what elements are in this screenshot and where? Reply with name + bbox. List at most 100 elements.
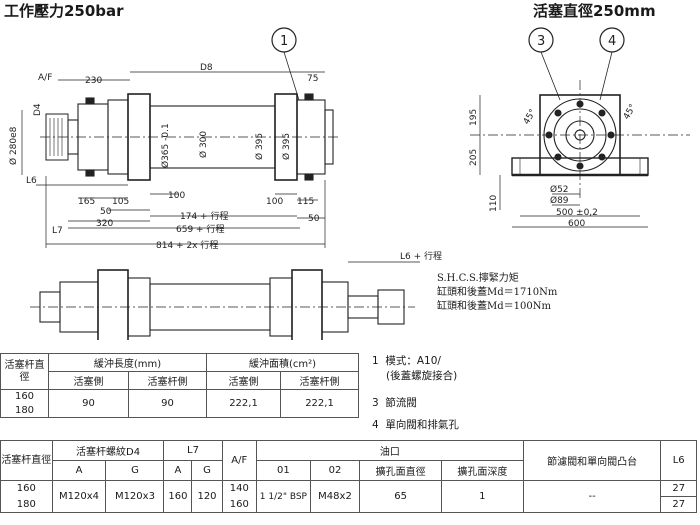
front-view-cylinder bbox=[40, 93, 340, 181]
table-row: 160 M120x4 M120x3 160 120 140 1 1/2" BSP… bbox=[0, 480, 697, 513]
dim-45-left: 45° bbox=[522, 108, 539, 127]
port-l6-cell: 27 bbox=[660, 496, 697, 513]
dim-l6-stroke: L6 + 行程 bbox=[400, 250, 442, 262]
legend-item-4-text: 單向閥和排氣孔 bbox=[385, 419, 459, 431]
lower-view-cylinder bbox=[30, 261, 420, 340]
port-table-header-filter: 節濾閥和單向閥凸台 bbox=[522, 440, 662, 481]
cushion-table-header-rod: 活塞杆直徑 bbox=[0, 353, 49, 390]
dim-195: 195 bbox=[469, 109, 479, 126]
callout-3-label: 3 bbox=[537, 34, 545, 49]
cushion-cell: 90 bbox=[48, 389, 129, 418]
dim-110: 110 bbox=[489, 195, 499, 212]
cushion-cell: 222,1 bbox=[280, 389, 360, 418]
dim-phi280: Ø 280e8 bbox=[8, 126, 19, 165]
legend-item-1-number: 1 bbox=[372, 355, 379, 367]
port-cell: 1 bbox=[440, 480, 524, 513]
port-cell: -- bbox=[522, 480, 662, 513]
port-subheader: G bbox=[105, 460, 165, 481]
legend-item-3-text: 節流閥 bbox=[385, 397, 417, 409]
torque-line-1: 缸頭和後蓋Md＝1710Nm bbox=[437, 287, 558, 298]
torque-note: S.H.C.S.擰緊力矩 缸頭和後蓋Md＝1710Nm 缸頭和後蓋Md＝100N… bbox=[437, 272, 557, 314]
dim-600: 600 bbox=[568, 219, 585, 229]
port-subheader: 02 bbox=[309, 460, 361, 481]
dim-500: 500 ±0,2 bbox=[556, 208, 598, 218]
dim-100-b: 100 bbox=[266, 197, 283, 207]
dim-659-stroke: 659 + 行程 bbox=[176, 223, 224, 235]
torque-line-2: 缸頭和後蓋Md＝100Nm bbox=[437, 301, 551, 312]
port-table-header-af: A/F bbox=[221, 440, 257, 481]
legend-item-1-text: 模式：A10/ bbox=[385, 355, 441, 367]
dim-45-right: 45° bbox=[622, 103, 639, 122]
dim-d8: D8 bbox=[200, 63, 213, 73]
torque-heading: S.H.C.S.擰緊力矩 bbox=[437, 273, 519, 284]
table-row: 160 90 90 222,1 222,1 bbox=[0, 389, 360, 418]
table-row: 180 bbox=[0, 403, 359, 418]
dim-af: A/F bbox=[38, 73, 52, 83]
legend-item-4-number: 4 bbox=[372, 419, 379, 431]
port-table-header-port: 油口 bbox=[255, 440, 524, 461]
side-view-dimension-lines bbox=[479, 95, 648, 228]
port-cell: M120x4 bbox=[51, 480, 107, 513]
cushion-subheader: 活塞杆側 bbox=[280, 371, 360, 390]
cushion-subheader: 活塞側 bbox=[48, 371, 129, 390]
dim-phi89: Ø89 bbox=[550, 195, 569, 206]
dim-115: 115 bbox=[297, 197, 314, 207]
port-cell: 65 bbox=[359, 480, 442, 513]
page-title-left: 工作壓力250bar bbox=[4, 2, 124, 20]
legend-item-3: 3 節流閥 bbox=[372, 396, 417, 410]
dim-814-stroke: 814 + 2x 行程 bbox=[156, 239, 218, 251]
dim-50-b: 50 bbox=[308, 214, 320, 224]
legend-item-1: 1 模式：A10/ bbox=[372, 354, 441, 368]
legend-item-3-number: 3 bbox=[372, 397, 379, 409]
port-table-header-thread: 活塞杆螺紋D4 bbox=[51, 440, 165, 461]
cushion-rod-cell: 160 bbox=[0, 389, 49, 404]
dim-phi300: Ø 300 bbox=[198, 131, 209, 158]
port-rod-cell: 180 bbox=[0, 496, 53, 513]
table-row: 180 160 27 bbox=[0, 496, 697, 513]
legend-item-1-sub: (後蓋螺旋接合) bbox=[386, 370, 458, 382]
port-subheader: 擴孔面直徑 bbox=[359, 460, 442, 481]
dim-50-a: 50 bbox=[100, 207, 112, 217]
cushion-cell: 222,1 bbox=[206, 389, 282, 418]
port-cell: 120 bbox=[191, 480, 223, 513]
dim-105: 105 bbox=[112, 197, 129, 207]
dim-205: 205 bbox=[469, 149, 479, 166]
port-subheader: 01 bbox=[255, 460, 311, 481]
cushion-cell: 90 bbox=[127, 389, 208, 418]
callout-1-label: 1 bbox=[280, 34, 288, 49]
dim-100-a: 100 bbox=[168, 191, 185, 201]
dim-320: 320 bbox=[96, 219, 113, 229]
cushion-table-header-area: 緩沖面積(cm²) bbox=[206, 353, 360, 372]
cushion-subheader: 活塞側 bbox=[206, 371, 282, 390]
page-title-right: 活塞直徑250mm bbox=[533, 2, 656, 20]
dim-phi365: Ø365 -0.1 bbox=[160, 123, 171, 168]
front-view-dimension-lines bbox=[21, 71, 326, 248]
port-table: 活塞杆直徑 活塞杆螺紋D4 L7 A/F 油口 節濾閥和單向閥凸台 L6 A G… bbox=[0, 440, 697, 513]
cushion-table: 活塞杆直徑 緩沖長度(mm) 緩沖面積(cm²) 活塞側 活塞杆側 活塞側 活塞… bbox=[0, 353, 360, 418]
port-subheader: G bbox=[191, 460, 223, 481]
cushion-subheader: 活塞杆側 bbox=[127, 371, 208, 390]
dim-l7: L7 bbox=[52, 226, 63, 236]
port-subheader: A bbox=[51, 460, 107, 481]
dim-165: 165 bbox=[78, 197, 95, 207]
port-cell: 1 1/2" BSP bbox=[255, 480, 311, 513]
dim-75: 75 bbox=[307, 74, 318, 84]
dim-phi395-a: Ø 395 bbox=[254, 133, 265, 160]
callout-4-label: 4 bbox=[608, 34, 616, 49]
port-cell: 160 bbox=[163, 480, 193, 513]
port-af-cell: 140 bbox=[221, 480, 257, 497]
dim-phi395-b: Ø 395 bbox=[281, 133, 292, 160]
side-view-end-cover bbox=[470, 80, 690, 200]
technical-drawing: 1 3 4 A/F 230 D8 75 D4 Ø 280e8 Ø365 -0.1… bbox=[8, 27, 690, 340]
port-subheader: 擴孔面深度 bbox=[440, 460, 524, 481]
port-cell: M48x2 bbox=[309, 480, 361, 513]
legend-item-4: 4 單向閥和排氣孔 bbox=[372, 418, 459, 432]
dim-l6: L6 bbox=[26, 176, 37, 186]
dim-phi52: Ø52 bbox=[550, 184, 569, 195]
port-l6-cell: 27 bbox=[660, 480, 697, 497]
port-subheader: A bbox=[163, 460, 193, 481]
dim-230: 230 bbox=[85, 76, 102, 86]
port-table-header-rod: 活塞杆直徑 bbox=[0, 440, 53, 481]
port-table-header-l7: L7 bbox=[163, 440, 223, 461]
dim-174-stroke: 174 + 行程 bbox=[180, 210, 228, 222]
